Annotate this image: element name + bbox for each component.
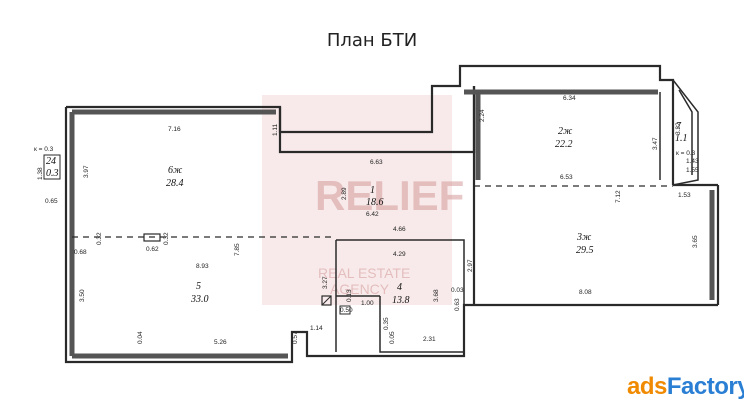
dim-label: 6.34 (563, 95, 576, 102)
watermark-line1: REAL ESTATE (318, 265, 410, 281)
dim-label: 1.00 (361, 300, 374, 307)
dim-label: 3.47 (652, 137, 659, 150)
dim-label: 6.42 (366, 211, 379, 218)
dim-label: 4.29 (393, 251, 406, 258)
logo-part-ads: ads (627, 373, 667, 400)
dim-label: 0.62 (146, 246, 159, 253)
dim-label: 2.24 (479, 109, 486, 122)
shaft-fixture (339, 305, 351, 315)
room-24-area: 0.3 (46, 168, 59, 179)
bay-window (672, 79, 699, 186)
dim-label: 0.57 (292, 331, 299, 344)
dim-label: 3.65 (692, 235, 699, 248)
room-labels: 6ж 28.4 1 18.6 2ж 22.2 7 1.1 3ж 29.5 4 1… (46, 121, 688, 306)
internal-walls (335, 92, 661, 353)
thick-walls (69, 89, 715, 359)
dim-label: 6.63 (370, 159, 383, 166)
dim-label: 0.65 (45, 198, 58, 205)
room-4-area: 13.8 (392, 295, 410, 306)
dim-label: 7.85 (234, 243, 241, 256)
dim-label: к = 0.3 (34, 146, 54, 153)
room-5-name: 5 (196, 281, 201, 292)
dim-label: к = 0.3 (676, 150, 696, 157)
watermark-line2: AGENCY (330, 281, 390, 297)
outer-walls (64, 64, 720, 364)
dim-label: 0.04 (137, 331, 144, 344)
plan-title: План БТИ (326, 30, 418, 51)
logo-part-factory: Factory (666, 373, 744, 400)
watermark-brand: RELIEF (315, 172, 464, 219)
dim-label: 1.53 (678, 192, 691, 199)
room-3zh-area: 29.5 (576, 245, 594, 256)
dim-label: 3.97 (83, 165, 90, 178)
dim-label: 8.93 (196, 263, 209, 270)
room-7-area: 1.1 (675, 133, 688, 144)
duct-fixture (321, 295, 332, 306)
dim-label: 0.32 (96, 232, 103, 245)
room-4-name: 4 (397, 282, 402, 293)
dim-label: 2.31 (423, 336, 436, 343)
dim-label: 0.35 (383, 317, 390, 330)
room-1-name: 1 (370, 185, 375, 196)
zone-lines (72, 185, 673, 238)
room-7-name: 7 (676, 121, 682, 132)
dim-label: 1.55 (686, 167, 699, 174)
dim-label: 3.22 (675, 122, 682, 135)
room-2zh-name: 2ж (558, 126, 573, 137)
room-1-area: 18.6 (366, 197, 384, 208)
dim-label: 1.14 (310, 325, 323, 332)
room-6zh-area: 28.4 (166, 178, 184, 189)
adsfactory-logo[interactable]: adsFactory (627, 373, 744, 401)
dim-label: 2.97 (467, 259, 474, 272)
room-2zh-area: 22.2 (555, 139, 573, 150)
dim-label: 2.89 (341, 187, 348, 200)
room-3zh-name: 3ж (576, 232, 592, 243)
room-24-name: 24 (46, 156, 56, 167)
watermark-box (262, 95, 452, 305)
dim-label: 0.68 (74, 249, 87, 256)
dim-label: 3.50 (79, 289, 86, 302)
dim-label: 0.63 (454, 298, 461, 311)
room-6zh-name: 6ж (168, 165, 183, 176)
room-24-box (43, 154, 61, 180)
dim-label: 0.50 (340, 307, 353, 314)
dim-label: 1.11 (272, 123, 279, 136)
dim-label: 7.16 (168, 126, 181, 133)
dim-label: 4.66 (393, 226, 406, 233)
radiator-fixture (143, 233, 161, 242)
dim-label: 1.38 (37, 167, 44, 180)
dimension-labels: 7.16 1.11 6.63 2.89 6.42 4.66 6.34 2.24 … (34, 95, 699, 346)
dim-label: 0.32 (163, 232, 170, 245)
watermark-logo: RELIEF REAL ESTATE AGENCY (262, 95, 464, 305)
dim-label: 5.26 (214, 339, 227, 346)
dim-label: 0.03 (451, 287, 464, 294)
dim-label: 6.53 (560, 174, 573, 181)
dim-label: 3.27 (322, 276, 329, 289)
room-5-area: 33.0 (190, 294, 209, 305)
dim-label: 7.12 (615, 190, 622, 203)
dim-label: 0.13 (346, 289, 353, 302)
dim-label: 1.43 (686, 158, 699, 165)
dim-label: 3.68 (433, 289, 440, 302)
dim-label: 8.08 (579, 289, 592, 296)
duct-cross (321, 295, 332, 306)
dim-label: 0.05 (389, 331, 396, 344)
